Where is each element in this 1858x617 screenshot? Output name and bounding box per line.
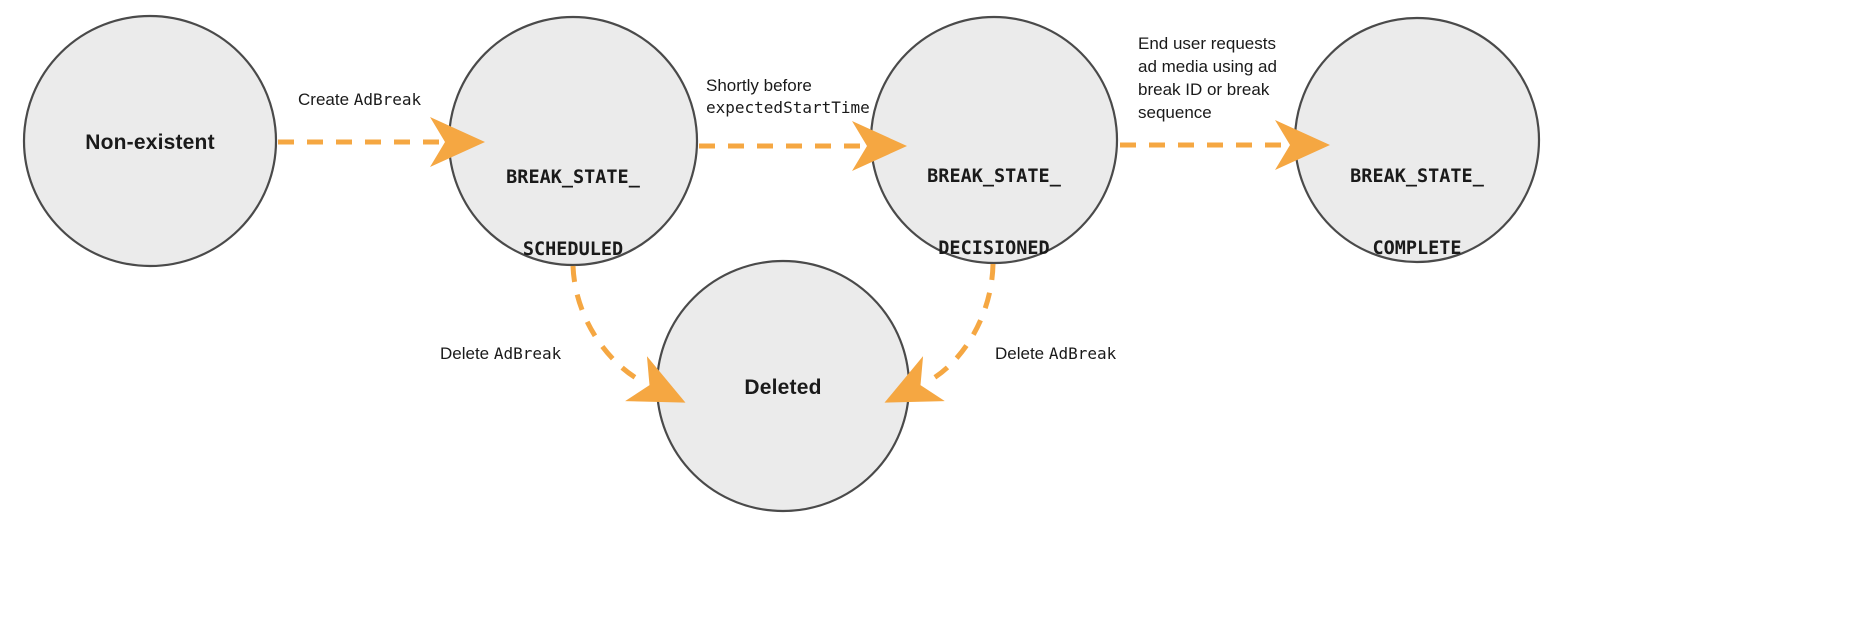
node-break-state-decisioned[interactable] (869, 15, 1119, 265)
edge-delete-adbreak-from-scheduled (570, 265, 686, 403)
node-break-state-complete[interactable] (1293, 16, 1541, 264)
node-non-existent[interactable] (22, 14, 278, 268)
edge-delete-adbreak-from-decisioned (884, 263, 996, 403)
node-deleted[interactable] (655, 259, 911, 513)
node-break-state-scheduled[interactable] (447, 15, 699, 267)
